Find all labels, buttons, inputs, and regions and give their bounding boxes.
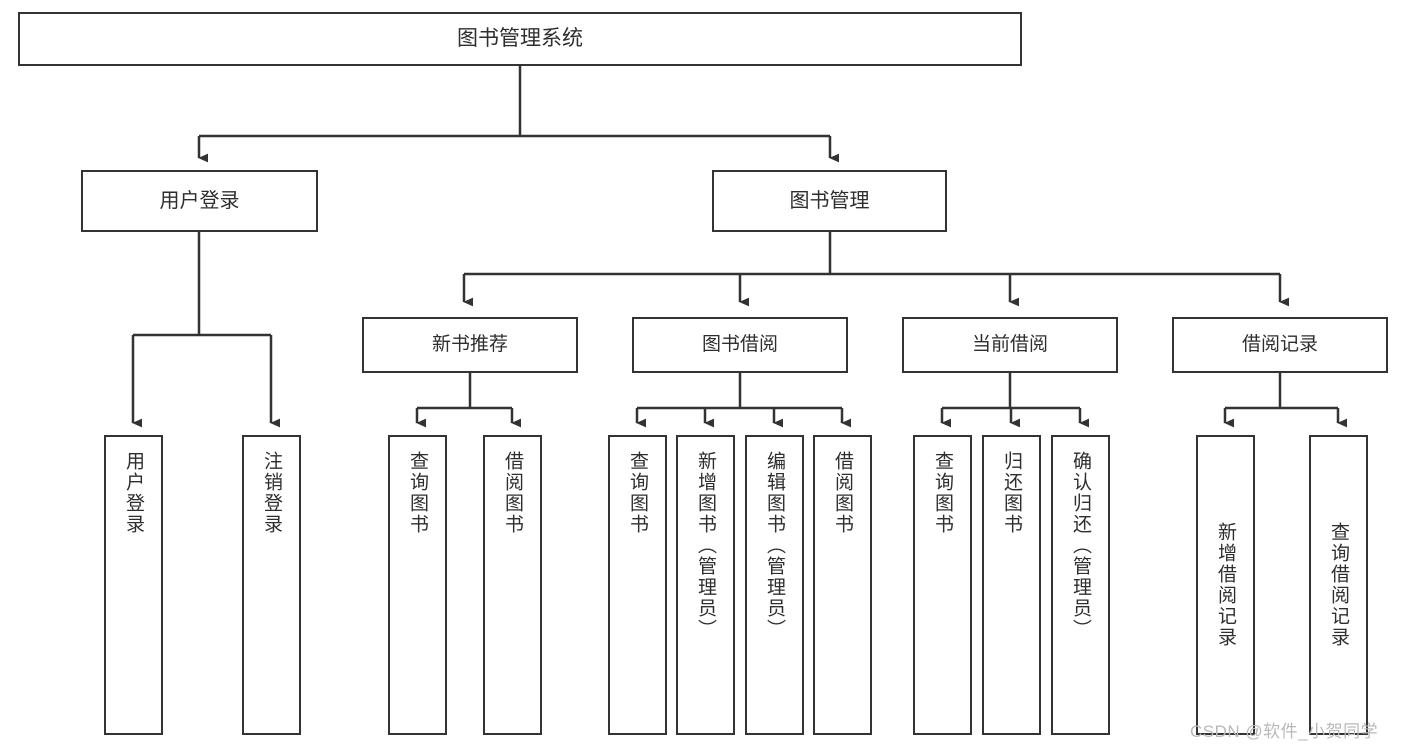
leaf-current-borrow-query-book[interactable]: 查询图书	[913, 435, 972, 735]
leaf-label: 注销登录	[261, 451, 282, 535]
leaf-label: 用户登录	[123, 451, 144, 535]
node-current-borrow-label: 当前借阅	[971, 334, 1048, 356]
node-new-book-recommend-label: 新书推荐	[431, 334, 508, 356]
node-new-book-recommend[interactable]: 新书推荐	[362, 317, 578, 373]
leaf-label: 借阅图书	[832, 451, 853, 535]
leaf-label: 查询借阅记录	[1328, 522, 1349, 648]
node-book-management[interactable]: 图书管理	[712, 170, 947, 232]
leaf-label: 借阅图书	[502, 451, 523, 535]
node-book-management-label: 图书管理	[789, 189, 870, 212]
leaf-current-borrow-confirm-return-admin[interactable]: 确认归还（管理员）	[1051, 435, 1110, 735]
leaf-user-login-logout[interactable]: 注销登录	[242, 435, 301, 735]
node-root-book-management-system[interactable]: 图书管理系统	[18, 12, 1022, 66]
leaf-label: 编辑图书（管理员）	[764, 451, 785, 640]
leaf-book-borrow-edit-book-admin[interactable]: 编辑图书（管理员）	[745, 435, 804, 735]
leaf-new-book-query-book[interactable]: 查询图书	[388, 435, 447, 735]
node-root-label: 图书管理系统	[457, 26, 583, 50]
leaf-user-login-login[interactable]: 用户登录	[104, 435, 163, 735]
node-book-borrow-label: 图书借阅	[701, 334, 778, 356]
leaf-label: 查询图书	[407, 451, 428, 535]
leaf-label: 新增借阅记录	[1215, 522, 1236, 648]
leaf-label: 查询图书	[932, 451, 953, 535]
node-borrow-record-label: 借阅记录	[1241, 334, 1318, 356]
node-user-login-label: 用户登录	[159, 189, 240, 212]
leaf-label: 新增图书（管理员）	[695, 451, 716, 640]
node-borrow-record[interactable]: 借阅记录	[1172, 317, 1388, 373]
leaf-book-borrow-borrow-book[interactable]: 借阅图书	[813, 435, 872, 735]
leaf-current-borrow-return-book[interactable]: 归还图书	[982, 435, 1041, 735]
leaf-book-borrow-query-book[interactable]: 查询图书	[608, 435, 667, 735]
leaf-book-borrow-add-book-admin[interactable]: 新增图书（管理员）	[676, 435, 735, 735]
node-user-login[interactable]: 用户登录	[81, 170, 318, 232]
leaf-borrow-record-add-record[interactable]: 新增借阅记录	[1196, 435, 1255, 735]
node-book-borrow[interactable]: 图书借阅	[632, 317, 848, 373]
node-current-borrow[interactable]: 当前借阅	[902, 317, 1118, 373]
leaf-new-book-borrow-book[interactable]: 借阅图书	[483, 435, 542, 735]
csdn-watermark: CSDN @软件_小贺同学	[1190, 722, 1379, 741]
leaf-borrow-record-query-record[interactable]: 查询借阅记录	[1309, 435, 1368, 735]
leaf-label: 查询图书	[627, 451, 648, 535]
leaf-label: 归还图书	[1001, 451, 1022, 535]
leaf-label: 确认归还（管理员）	[1070, 451, 1091, 640]
